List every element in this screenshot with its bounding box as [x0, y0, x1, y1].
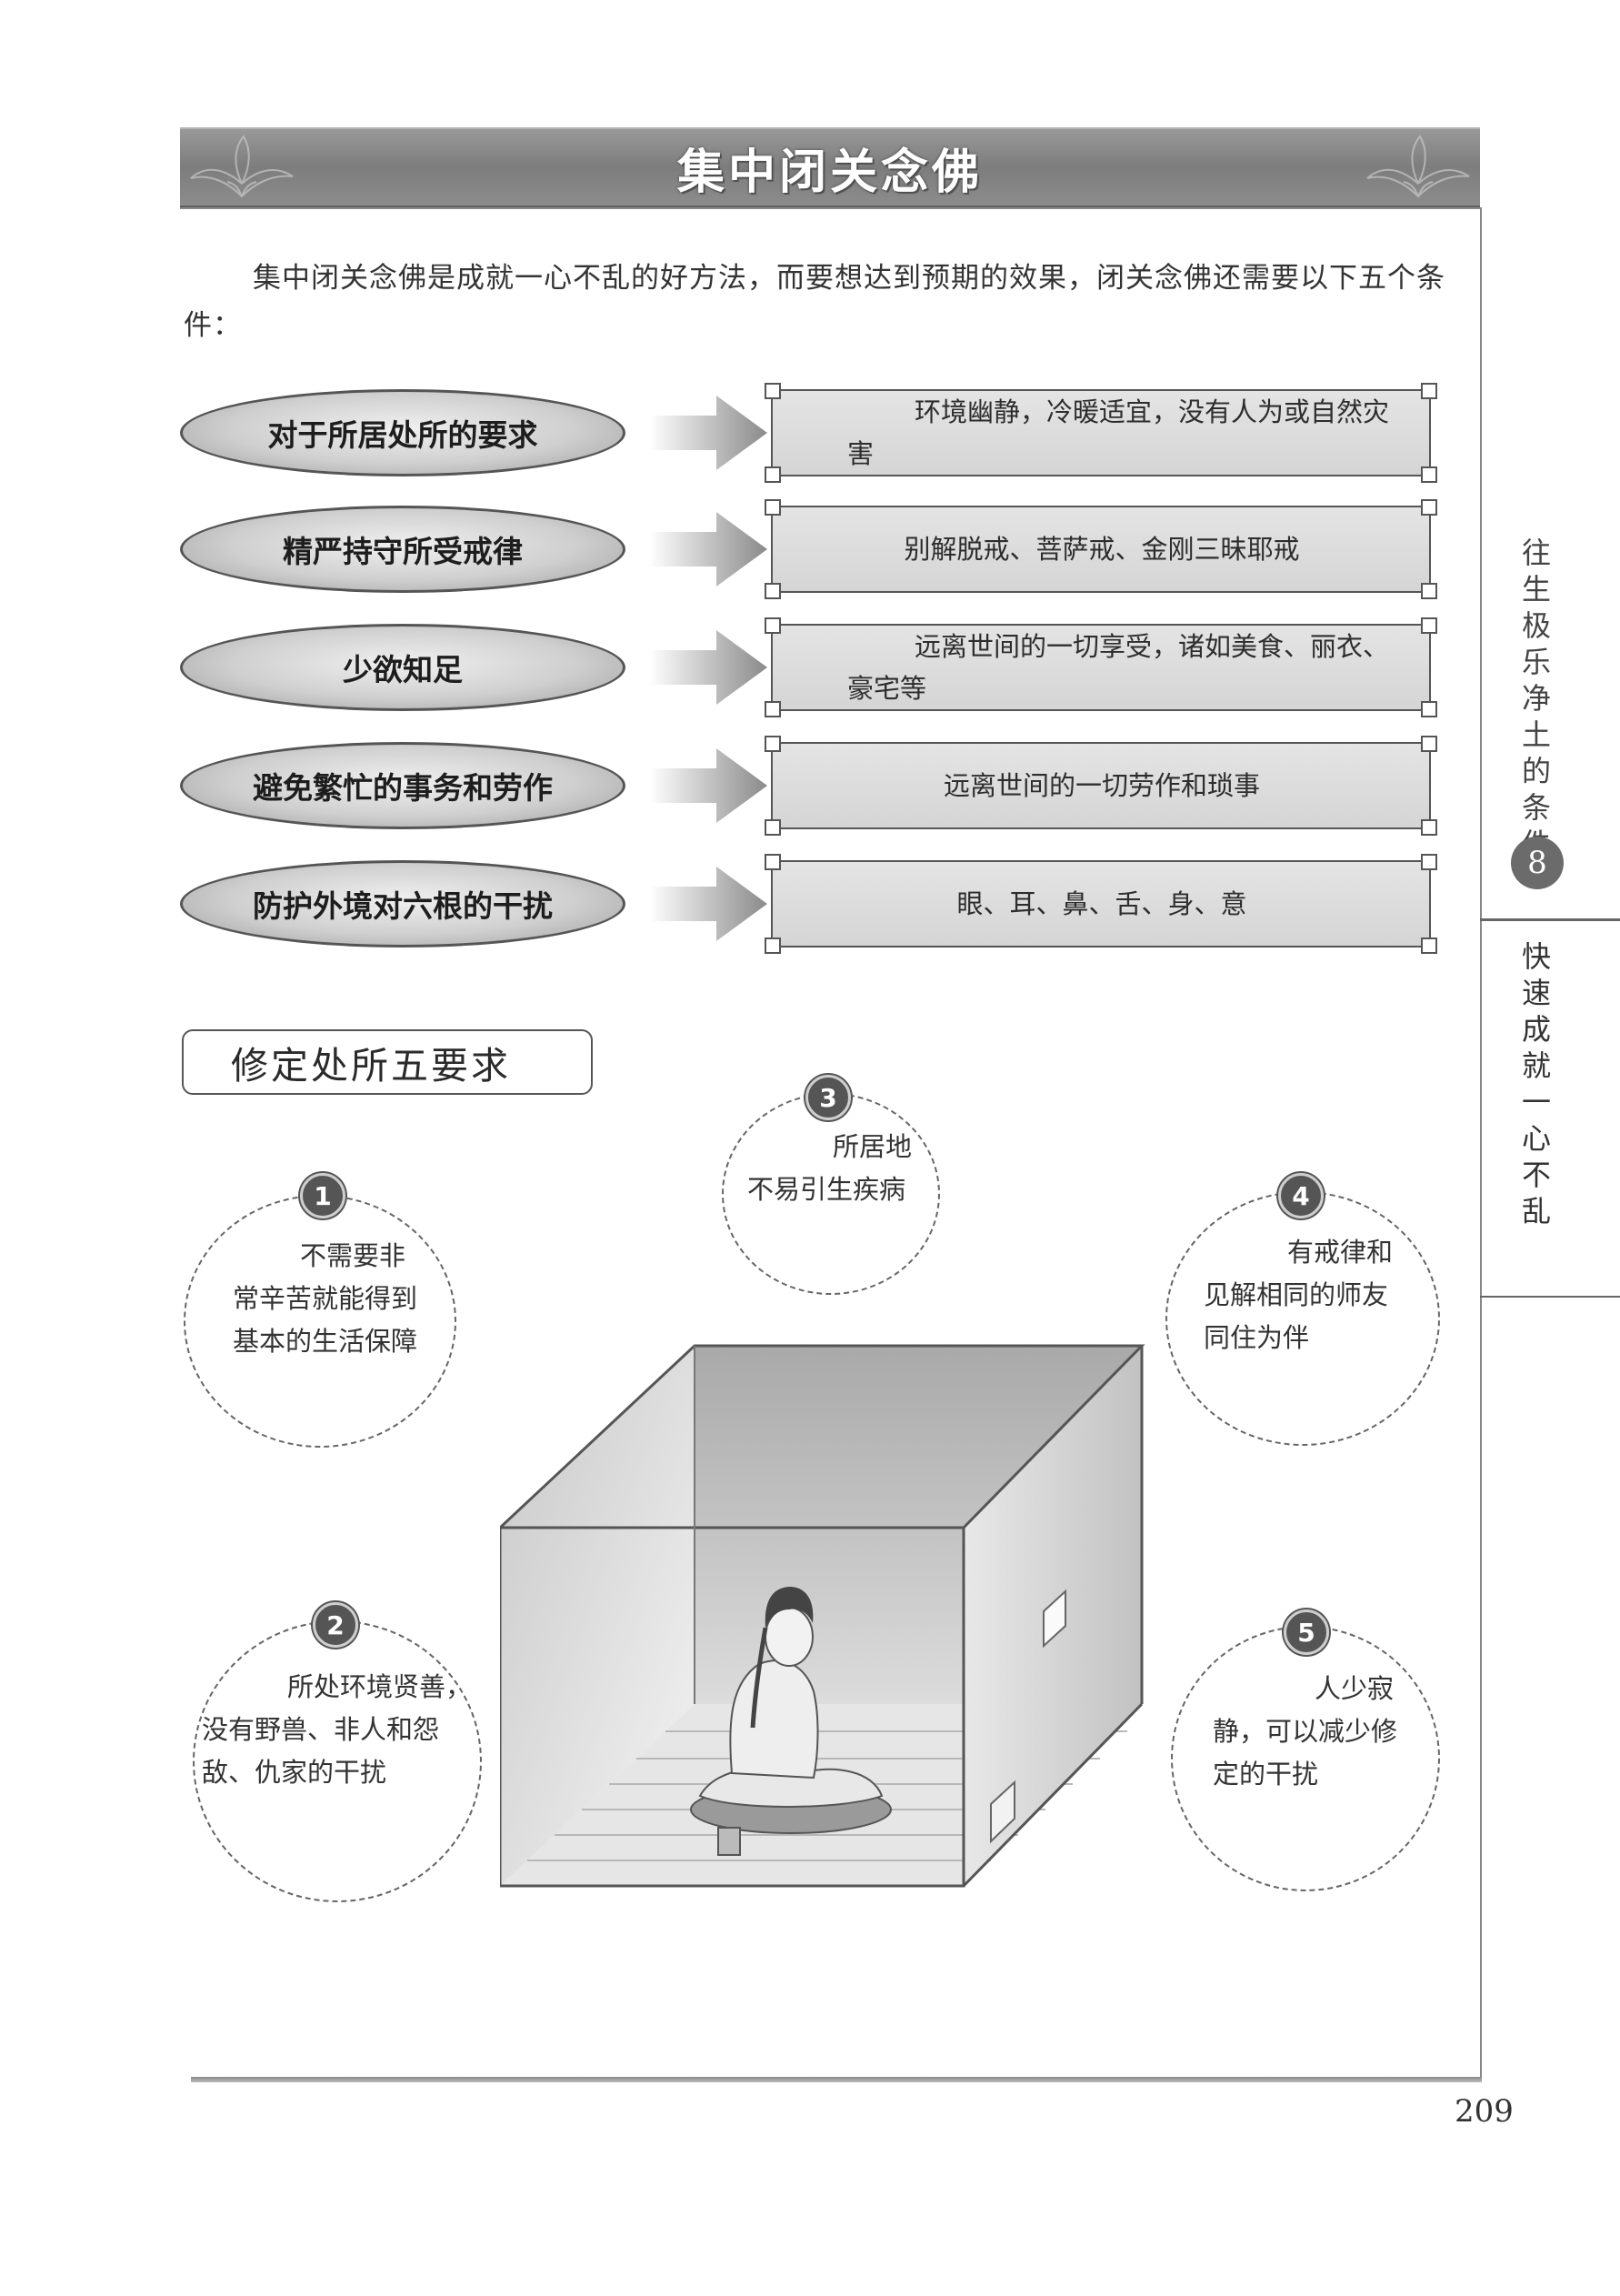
title-banner: 集中闭关念佛	[180, 127, 1480, 207]
requirement-text: 人少寂静，可以减少修定的干扰	[1213, 1673, 1398, 1790]
condition-label: 避免繁忙的事务和劳作	[180, 742, 625, 829]
box-corner-ornament	[765, 617, 781, 634]
arrow-right-icon	[649, 867, 767, 941]
requirement-circle: 不需要非常辛苦就能得到基本的生活保障	[184, 1195, 456, 1448]
requirement-number-badge: 1	[300, 1173, 345, 1218]
box-corner-ornament	[765, 701, 781, 717]
requirement-text: 所处环境贤善，没有野兽、非人和怨敌、仇家的干扰	[202, 1671, 473, 1788]
condition-detail: 别解脱戒、菩萨戒、金刚三昧耶戒	[765, 499, 1437, 599]
requirement-circle: 所处环境贤善，没有野兽、非人和怨敌、仇家的干扰	[193, 1620, 482, 1902]
requirement-number-badge: 3	[805, 1075, 851, 1120]
requirement-text: 所居地不易引生疾病	[747, 1131, 913, 1205]
box-corner-ornament	[1421, 854, 1437, 870]
arrow-right-icon	[649, 396, 767, 470]
box-corner-ornament	[765, 466, 781, 483]
box-corner-ornament	[1421, 383, 1437, 399]
arrow-right-icon	[649, 512, 767, 587]
box-corner-ornament	[1421, 819, 1437, 836]
condition-label: 少欲知足	[180, 624, 625, 711]
condition-detail: 远离世间的一切劳作和琐事	[765, 736, 1437, 836]
frame-top-line	[180, 207, 1480, 209]
page-number: 209	[1455, 2093, 1514, 2130]
condition-detail: 远离世间的一切享受，诸如美食、丽衣、豪宅等	[765, 617, 1437, 717]
box-corner-ornament	[765, 736, 781, 752]
box-corner-ornament	[765, 819, 781, 836]
requirement-circle: 人少寂静，可以减少修定的干扰	[1171, 1626, 1440, 1891]
retreat-room-illustration	[500, 1344, 1145, 1888]
section-title: 修定处所五要求	[182, 1029, 593, 1095]
page-title: 集中闭关念佛	[676, 145, 983, 200]
condition-detail-text: 别解脱戒、菩萨戒、金刚三昧耶戒	[904, 534, 1300, 565]
box-corner-ornament	[1421, 937, 1437, 954]
box-corner-ornament	[1421, 701, 1437, 717]
condition-detail-text: 远离世间的一切享受，诸如美食、丽衣、豪宅等	[847, 631, 1390, 704]
box-corner-ornament	[765, 854, 781, 870]
requirement-number-badge: 4	[1278, 1173, 1324, 1218]
condition-detail: 环境幽静，冷暖适宜，没有人为或自然灾害	[765, 383, 1437, 483]
side-tab-section: 快速成就一心不乱	[1521, 939, 1551, 1228]
box-corner-ornament	[1421, 617, 1437, 634]
requirement-number-badge: 2	[313, 1602, 358, 1648]
lotus-ornament-right-icon	[1366, 135, 1470, 198]
condition-label: 对于所居处所的要求	[180, 389, 625, 476]
condition-label: 精严持守所受戒律	[180, 506, 625, 593]
condition-detail-text: 眼、耳、鼻、舌、身、意	[956, 888, 1247, 919]
box-corner-ornament	[1421, 466, 1437, 483]
condition-label: 防护外境对六根的干扰	[180, 860, 625, 947]
box-corner-ornament	[1421, 736, 1437, 752]
condition-detail-text: 环境幽静，冷暖适宜，没有人为或自然灾害	[847, 396, 1390, 469]
condition-detail-text: 远离世间的一切劳作和琐事	[943, 770, 1260, 801]
side-divider	[1480, 918, 1620, 921]
box-corner-ornament	[765, 937, 781, 954]
requirement-number-badge: 5	[1284, 1609, 1329, 1655]
box-corner-ornament	[765, 583, 781, 599]
chapter-number-badge: 8	[1511, 837, 1564, 889]
requirement-text: 有戒律和见解相同的师友同住为伴	[1204, 1237, 1394, 1353]
requirement-circle: 所居地不易引生疾病	[722, 1093, 940, 1295]
frame-right-line	[1480, 207, 1482, 2080]
bottom-rule	[191, 2077, 1482, 2082]
box-corner-ornament	[765, 499, 781, 516]
side-tab-chapter: 往生极乐净土的条件	[1521, 536, 1551, 861]
intro-paragraph: 集中闭关念佛是成就一心不乱的好方法，而要想达到预期的效果，闭关念佛还需要以下五个…	[184, 262, 1445, 342]
arrow-right-icon	[649, 630, 767, 705]
side-divider	[1480, 1296, 1620, 1298]
requirement-circle: 有戒律和见解相同的师友同住为伴	[1165, 1191, 1440, 1446]
box-corner-ornament	[1421, 583, 1437, 599]
box-corner-ornament	[1421, 499, 1437, 516]
condition-detail: 眼、耳、鼻、舌、身、意	[765, 854, 1437, 954]
requirement-text: 不需要非常辛苦就能得到基本的生活保障	[233, 1240, 418, 1357]
box-corner-ornament	[765, 383, 781, 399]
lotus-ornament-left-icon	[190, 135, 294, 198]
arrow-right-icon	[649, 748, 767, 823]
